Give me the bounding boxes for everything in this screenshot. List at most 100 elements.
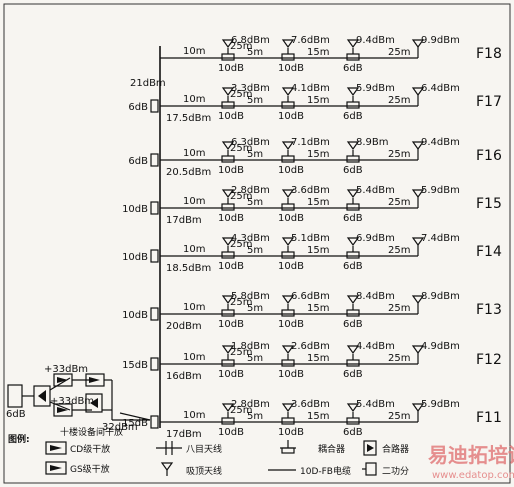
legend-splitter: 八目天线 bbox=[186, 443, 222, 455]
combiner-icon bbox=[90, 398, 98, 408]
length-label: 5m bbox=[247, 353, 263, 364]
coupler-3 bbox=[346, 53, 360, 61]
amp-level-out: 32dBm bbox=[102, 422, 138, 433]
tap-label: 15dB bbox=[122, 418, 148, 429]
legend-gs-amp: GS级干放 bbox=[70, 463, 110, 475]
antenna-icon bbox=[221, 87, 235, 97]
coupler-label: 10dB bbox=[218, 319, 244, 330]
coupler-label: 6dB bbox=[343, 369, 363, 380]
antenna-icon bbox=[411, 345, 425, 364]
coupler-label: 6dB bbox=[6, 409, 26, 420]
length-label: 25m bbox=[230, 143, 252, 154]
coupler-1 bbox=[221, 251, 235, 259]
length-label: 10m bbox=[183, 196, 205, 207]
antenna-level: 6.8dBm bbox=[231, 35, 270, 46]
coupler-label: 10dB bbox=[278, 427, 304, 438]
length-label: 25m bbox=[388, 411, 410, 422]
coupler-2 bbox=[281, 203, 295, 211]
length-label: 25m bbox=[230, 41, 252, 52]
antenna-icon bbox=[281, 87, 295, 97]
length-label: 5m bbox=[247, 95, 263, 106]
coupler-3 bbox=[346, 417, 360, 425]
antenna-level: 7.1dBm bbox=[291, 137, 330, 148]
length-label: 10m bbox=[183, 244, 205, 255]
antenna-level: 5.4dBm bbox=[356, 399, 395, 410]
coupler-label: 10dB bbox=[278, 213, 304, 224]
antenna-level: 3.3dBm bbox=[231, 83, 270, 94]
coupler-2 bbox=[281, 309, 295, 317]
feed-level: 16dBm bbox=[166, 371, 202, 382]
coupler-1 bbox=[221, 53, 235, 61]
antenna-icon bbox=[411, 295, 425, 314]
coupler-box bbox=[7, 384, 23, 408]
combiner-top-icon bbox=[89, 377, 100, 383]
watermark: 易迪拓培训 www.edatop.com bbox=[428, 443, 514, 481]
antenna-icon bbox=[411, 237, 425, 256]
antenna-level: 2.8dBm bbox=[231, 399, 270, 410]
antenna-level: 9.9dBm bbox=[421, 35, 460, 46]
length-label: 5m bbox=[247, 411, 263, 422]
tap-coupler bbox=[150, 201, 159, 215]
length-label: 15m bbox=[307, 245, 329, 256]
tap-label: 6dB bbox=[128, 102, 148, 113]
floor-label: F14 bbox=[476, 244, 502, 260]
amp-level-mid: +33dBm bbox=[50, 396, 94, 407]
antenna-level: 5.8dBm bbox=[231, 291, 270, 302]
coupler-label: 10dB bbox=[278, 111, 304, 122]
antenna-level: 9.4dBm bbox=[421, 137, 460, 148]
legend-antenna: 吸顶天线 bbox=[186, 465, 222, 477]
legend: 图例: 十楼设备间干放 CD级干放 GS级干放 八目天线 吸顶天线 bbox=[8, 426, 409, 477]
input-level: 21dBm bbox=[130, 78, 166, 89]
antenna-level: 4.9dBm bbox=[421, 341, 460, 352]
length-label: 10m bbox=[183, 352, 205, 363]
length-label: 25m bbox=[230, 405, 252, 416]
antenna-icon bbox=[411, 189, 425, 208]
antenna-level: 7.6dBm bbox=[291, 35, 330, 46]
antenna-level: 6.9dBm bbox=[356, 233, 395, 244]
coupler-1 bbox=[221, 101, 235, 109]
length-label: 10m bbox=[183, 302, 205, 313]
coupler-label: 6dB bbox=[343, 213, 363, 224]
antenna-level: 6.3dBm bbox=[231, 137, 270, 148]
coupler-label: 10dB bbox=[218, 165, 244, 176]
coupler-label: 10dB bbox=[218, 261, 244, 272]
floor-label: F11 bbox=[476, 410, 502, 426]
coupler-3 bbox=[346, 309, 360, 317]
tap-coupler bbox=[150, 153, 159, 167]
length-label: 15m bbox=[307, 411, 329, 422]
coupler-3 bbox=[346, 101, 360, 109]
length-label: 15m bbox=[307, 149, 329, 160]
feed-level: 18.5dBm bbox=[166, 263, 211, 274]
length-label: 25m bbox=[388, 149, 410, 160]
tap-label: 10dB bbox=[122, 204, 148, 215]
length-label: 10m bbox=[183, 410, 205, 421]
antenna-level: 7.4dBm bbox=[421, 233, 460, 244]
splitter-box bbox=[33, 385, 51, 407]
length-label: 25m bbox=[230, 191, 252, 202]
outer-frame bbox=[3, 3, 511, 484]
legend-splitter-icon bbox=[156, 441, 182, 455]
length-label: 10m bbox=[183, 94, 205, 105]
antenna-icon bbox=[221, 295, 235, 305]
antenna-level: 6.6dBm bbox=[291, 291, 330, 302]
amp-bottom-icon bbox=[57, 407, 68, 413]
antenna-level: 8.9Bm bbox=[356, 137, 389, 148]
coupler-1 bbox=[221, 417, 235, 425]
coupler-label: 10dB bbox=[278, 369, 304, 380]
antenna-icon bbox=[346, 237, 360, 247]
length-label: 5m bbox=[247, 197, 263, 208]
legend-title: 图例: bbox=[8, 433, 30, 445]
coupler-3 bbox=[346, 155, 360, 163]
length-label: 25m bbox=[388, 245, 410, 256]
antenna-level: 3.6dBm bbox=[291, 185, 330, 196]
tap-coupler bbox=[150, 357, 159, 371]
length-label: 15m bbox=[307, 303, 329, 314]
antenna-icon bbox=[281, 141, 295, 151]
antenna-icon bbox=[346, 39, 360, 49]
tap-label: 10dB bbox=[122, 310, 148, 321]
antenna-icon bbox=[346, 295, 360, 305]
antenna-level: 4.3dBm bbox=[231, 233, 270, 244]
